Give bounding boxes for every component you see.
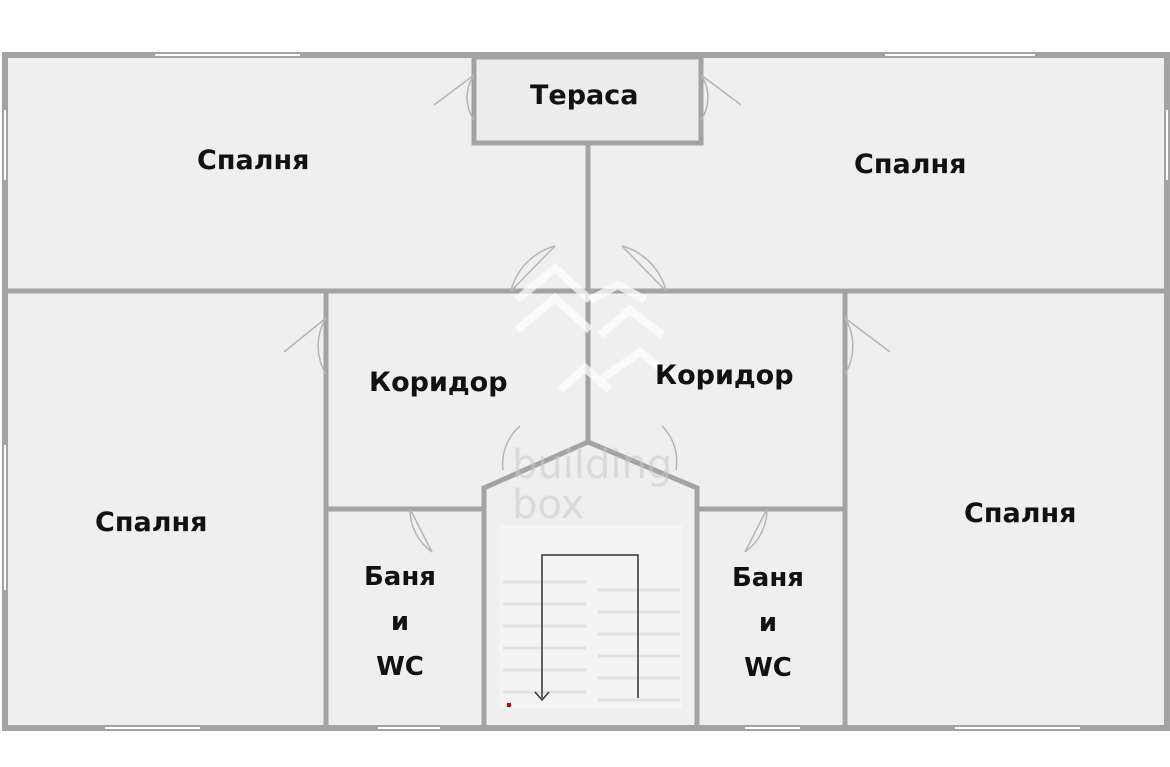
bath-left-line2: и (390, 607, 410, 637)
room-label-bedroom-bottom-left: Спалня (95, 507, 208, 538)
room-label-bedroom-top-right: Спалня (854, 149, 967, 180)
stair-arrow (534, 554, 639, 702)
room-label-bath-left: Баня и WC (352, 555, 448, 690)
terrace-room (471, 54, 704, 146)
bath-right-line2: и (758, 608, 778, 638)
room-label-corridor-right: Коридор (655, 360, 794, 391)
watermark-line2: box (512, 482, 585, 528)
bath-right-line1: Баня (731, 563, 805, 593)
watermark-line1: building (512, 442, 673, 488)
staircase (500, 525, 682, 708)
watermark-text: building box (512, 445, 672, 525)
room-label-terrace: Тераса (530, 80, 639, 111)
room-label-bedroom-bottom-right: Спалня (964, 498, 1077, 529)
outer-walls (2, 52, 1170, 731)
stair-steps (503, 580, 680, 702)
bath-left-line3: WC (376, 652, 424, 682)
door-swings (283, 74, 891, 553)
windows (4, 54, 1168, 729)
watermark-logo (514, 262, 678, 394)
room-label-corridor-left: Коридор (369, 367, 508, 398)
stair-marker (507, 703, 511, 707)
bath-right-line3: WC (744, 653, 792, 683)
room-label-bedroom-top-left: Спалня (197, 145, 310, 176)
bath-left-line1: Баня (363, 562, 437, 592)
room-label-bath-right: Баня и WC (720, 556, 816, 691)
